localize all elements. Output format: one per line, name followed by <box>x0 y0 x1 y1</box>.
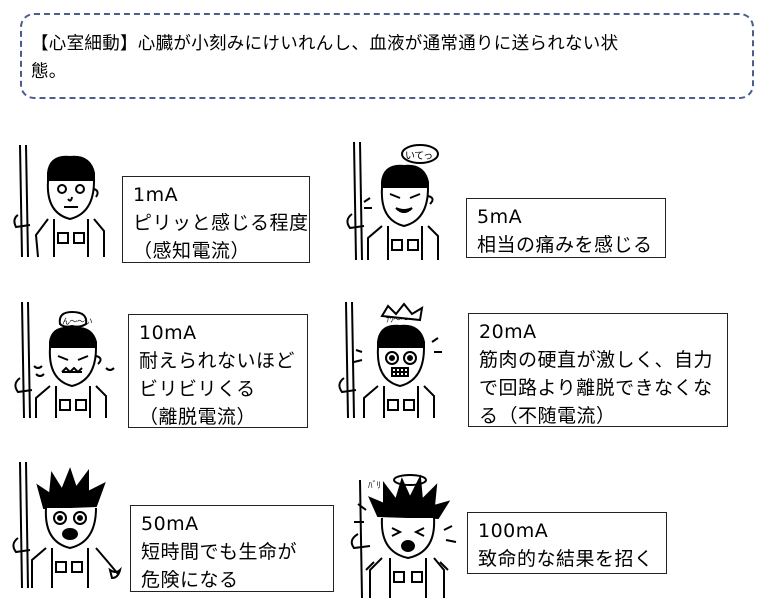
definition-line-2: 態。 <box>31 62 67 82</box>
level-current-1ma: 1mA <box>133 184 179 206</box>
worker-figure-1ma <box>13 145 105 258</box>
definition-box <box>20 13 754 99</box>
level-desc-50ma-line2: 危険になる <box>141 569 239 591</box>
worker-figure-20ma <box>338 302 442 419</box>
level-current-10ma: 10mA <box>139 322 197 344</box>
level-desc-10ma-line2: ビリビリくる <box>139 378 256 400</box>
level-desc-1ma-line2: （感知電流） <box>133 240 251 262</box>
worker-figure-10ma <box>14 302 115 419</box>
level-current-100ma: 100mA <box>478 520 549 542</box>
worker-figure-5ma <box>346 142 439 261</box>
speech-bubble-5ma: いてっ <box>405 151 433 162</box>
level-desc-20ma-line2: で回路より離脱できなくな <box>479 377 713 399</box>
level-desc-50ma-line1: 短時間でも生命が <box>141 541 298 563</box>
level-current-50ma: 50mA <box>141 513 199 535</box>
level-box-5ma: 5mA 相当の痛みを感じる <box>466 198 666 258</box>
speech-bubble-100ma: ﾊﾞﾘ <box>368 481 381 491</box>
level-box-1ma: 1mA ピリッと感じる程度 （感知電流） <box>122 176 310 263</box>
level-desc-1ma-line1: ピリッと感じる程度 <box>133 212 309 234</box>
level-desc-100ma-line1: 致命的な結果を招く <box>478 548 654 570</box>
definition-text: 【心室細動】心臓が小刻みにけいれんし、血液が通常通りに送られない状 態。 <box>31 30 731 86</box>
level-desc-10ma-line3: （離脱電流） <box>139 406 257 428</box>
speech-bubble-20ma: ﾅﾜ〜〜 <box>386 315 409 324</box>
level-box-100ma: 100mA 致命的な結果を招く <box>467 512 667 574</box>
level-box-20ma: 20mA 筋肉の硬直が激しく、自力 で回路より離脱できなくな る（不随電流） <box>468 313 728 427</box>
speech-bubble-10ma: ん〜〜い <box>62 317 93 326</box>
level-box-50ma: 50mA 短時間でも生命が 危険になる <box>130 505 334 592</box>
level-desc-10ma-line1: 耐えられないほど <box>139 350 296 372</box>
level-desc-5ma-line1: 相当の痛みを感じる <box>477 234 653 256</box>
worker-figure-50ma <box>12 462 122 589</box>
level-desc-20ma-line1: 筋肉の硬直が激しく、自力 <box>479 349 714 371</box>
worker-figure-100ma <box>350 474 457 599</box>
level-desc-20ma-line3: る（不随電流） <box>479 405 616 427</box>
definition-line-1: 【心室細動】心臓が小刻みにけいれんし、血液が通常通りに送られない状 <box>31 34 619 54</box>
level-current-20ma: 20mA <box>479 321 537 343</box>
level-current-5ma: 5mA <box>477 206 523 228</box>
level-box-10ma: 10mA 耐えられないほど ビリビリくる （離脱電流） <box>128 314 308 428</box>
